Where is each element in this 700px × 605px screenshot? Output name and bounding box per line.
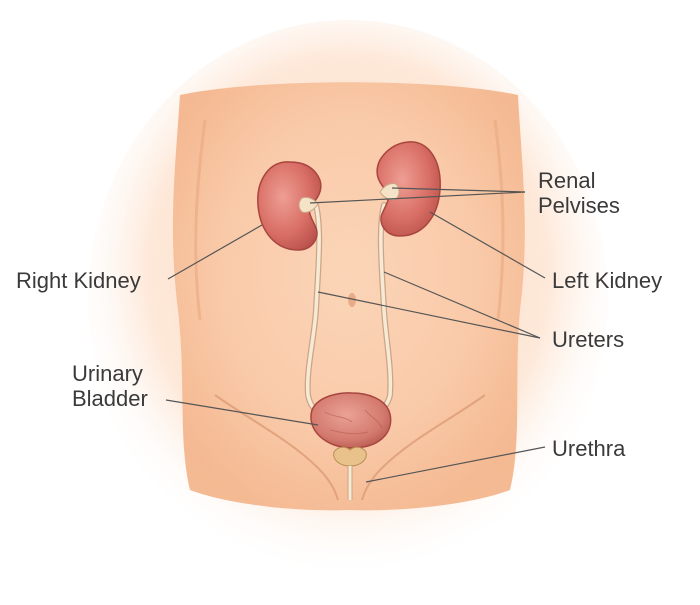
label-urinary-bladder-line2: Bladder: [72, 386, 148, 411]
leader-urethra: [365, 446, 546, 483]
label-urinary-bladder: Urinary Bladder: [72, 361, 148, 411]
label-renal-pelvises-line1: Renal: [538, 168, 596, 193]
leader-renal-pelvis-right: [309, 191, 526, 204]
label-ureters: Ureters: [552, 327, 625, 352]
leader-right-kidney: [167, 224, 263, 280]
groin-line-right: [361, 394, 486, 501]
label-right-kidney: Right Kidney: [16, 268, 141, 293]
leader-ureters-left: [383, 271, 541, 339]
label-renal-pelvises-line2: Pelvises: [538, 193, 620, 218]
right-kidney: [257, 161, 322, 251]
leader-urinary-bladder: [165, 399, 319, 426]
leader-lines: [165, 187, 546, 483]
navel: [348, 293, 356, 307]
ureter-right-inner: [305, 203, 322, 415]
urinary-bladder: [310, 392, 392, 449]
label-urinary-bladder-line1: Urinary: [72, 361, 143, 386]
leader-renal-pelvis-left: [391, 187, 526, 193]
label-renal-pelvises: Renal Pelvises: [538, 168, 620, 218]
right-renal-pelvis: [298, 196, 319, 213]
torso-right-contour: [493, 119, 505, 321]
label-urethra: Urethra: [552, 436, 626, 461]
prostate: [333, 446, 367, 467]
torso-left-contour: [194, 119, 207, 321]
bladder-texture: [324, 409, 383, 435]
label-left-kidney: Left Kidney: [552, 268, 663, 293]
leader-ureters-right: [317, 291, 541, 339]
leader-left-kidney: [429, 211, 546, 279]
